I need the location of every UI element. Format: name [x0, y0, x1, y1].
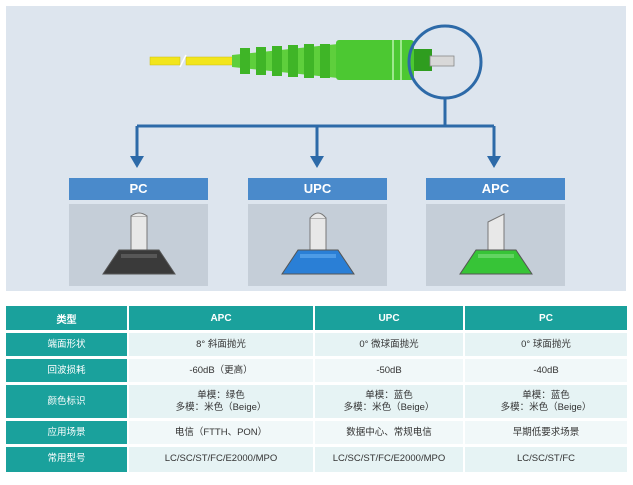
table-cell: 8° 斜面抛光	[128, 330, 315, 358]
table-cell: -40dB	[464, 356, 629, 384]
type-box-pc	[69, 204, 208, 286]
table-cell: 数据中心、常规电信	[314, 418, 465, 446]
table-cell: 电信（FTTH、PON）	[128, 418, 315, 446]
type-label-upc: UPC	[248, 178, 387, 200]
header-type: 类型	[6, 306, 129, 332]
branch-arrows	[135, 98, 496, 158]
header-apc: APC	[128, 306, 315, 332]
table-cell: 单模：绿色多模：米色（Beige）	[128, 382, 315, 420]
table-cell: -60dB（更高）	[128, 356, 315, 384]
table-row: 颜色标识 单模：绿色多模：米色（Beige） 单模：蓝色多模：米色（Beige）…	[6, 382, 629, 420]
connector-body	[336, 40, 432, 80]
fiber-cable	[149, 54, 235, 68]
row-label: 端面形状	[6, 330, 129, 358]
upc-ferrule-illustration	[281, 212, 355, 275]
table-header-row: 类型 APC UPC PC	[6, 306, 629, 332]
header-pc: PC	[464, 306, 629, 332]
pc-ferrule-illustration	[102, 212, 176, 275]
cell-line: 单模：蓝色	[522, 389, 570, 401]
table-cell: LC/SC/ST/FC/E2000/MPO	[128, 444, 315, 472]
table-cell: 0° 微球面抛光	[314, 330, 465, 358]
type-box-apc	[426, 204, 565, 286]
table-cell: LC/SC/ST/FC/E2000/MPO	[314, 444, 465, 472]
connector-boot	[232, 44, 338, 78]
row-label: 常用型号	[6, 444, 129, 472]
cell-line: 单模：蓝色	[365, 389, 413, 401]
type-label-apc: APC	[426, 178, 565, 200]
apc-ferrule-illustration	[459, 213, 533, 275]
table-row: 应用场景 电信（FTTH、PON） 数据中心、常规电信 早期低要求场景	[6, 418, 629, 446]
table-cell: 早期低要求场景	[464, 418, 629, 446]
row-label: 应用场景	[6, 418, 129, 446]
table-cell: 单模：蓝色多模：米色（Beige）	[464, 382, 629, 420]
table-cell: LC/SC/ST/FC	[464, 444, 629, 472]
table-cell: 0° 球面抛光	[464, 330, 629, 358]
row-label: 回波损耗	[6, 356, 129, 384]
table-cell: -50dB	[314, 356, 465, 384]
cell-line: 多模：米色（Beige）	[175, 401, 267, 413]
type-label-pc: PC	[69, 178, 208, 200]
type-box-upc	[248, 204, 387, 286]
row-label: 颜色标识	[6, 382, 129, 420]
ferrule-tip	[429, 55, 455, 67]
cell-line: 多模：米色（Beige）	[500, 401, 592, 413]
comparison-table: 类型 APC UPC PC 端面形状 8° 斜面抛光 0° 微球面抛光 0° 球…	[6, 306, 629, 472]
connector-diagram	[130, 24, 501, 168]
cell-line: 多模：米色（Beige）	[343, 401, 435, 413]
table-cell: 单模：蓝色多模：米色（Beige）	[314, 382, 465, 420]
table-row: 端面形状 8° 斜面抛光 0° 微球面抛光 0° 球面抛光	[6, 330, 629, 358]
table-row: 回波损耗 -60dB（更高） -50dB -40dB	[6, 356, 629, 384]
table-row: 常用型号 LC/SC/ST/FC/E2000/MPO LC/SC/ST/FC/E…	[6, 444, 629, 472]
header-upc: UPC	[314, 306, 465, 332]
arrow-heads	[130, 156, 501, 168]
cell-line: 单模：绿色	[197, 389, 245, 401]
